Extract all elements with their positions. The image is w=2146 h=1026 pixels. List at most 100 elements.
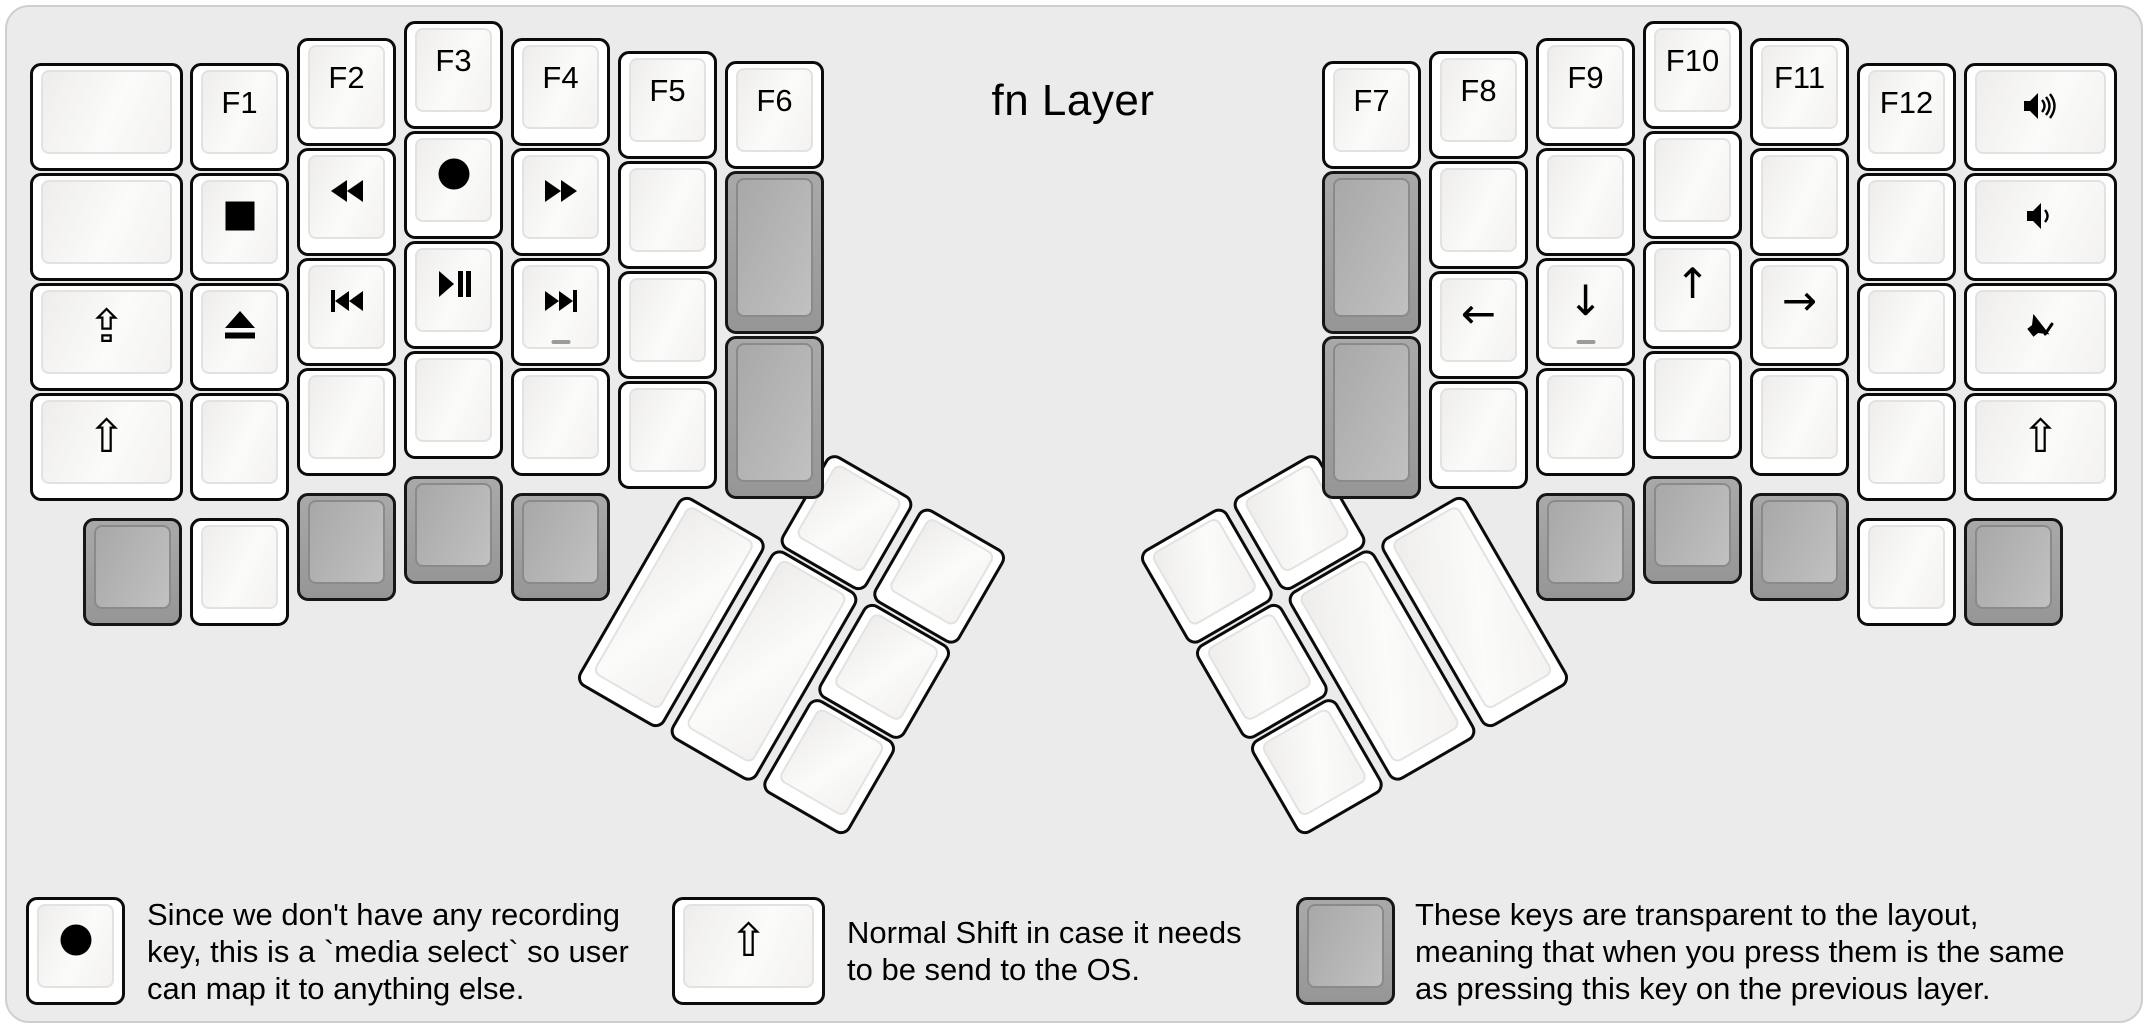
key-blank[interactable]: [1639, 130, 1746, 240]
key-record[interactable]: [400, 130, 507, 240]
keycap-surface: [1440, 168, 1517, 252]
key-transparent[interactable]: [721, 335, 828, 500]
key-blank[interactable]: [186, 517, 293, 627]
key-transparent[interactable]: [507, 492, 614, 602]
key-f10[interactable]: F10: [1639, 20, 1746, 130]
key-f3[interactable]: F3: [400, 20, 507, 130]
legend-transparent-key: [1292, 896, 1399, 1006]
keycap-surface: [1975, 400, 2106, 484]
key-stop[interactable]: [186, 172, 293, 282]
key-blank[interactable]: [26, 62, 187, 172]
key-transparent[interactable]: [79, 517, 186, 627]
key-f12[interactable]: F12: [1853, 62, 1960, 172]
key-volume-up[interactable]: [1960, 62, 2121, 172]
key-f11[interactable]: F11: [1746, 37, 1853, 147]
key-f8[interactable]: F8: [1425, 50, 1532, 160]
key-arrow-up[interactable]: ↑: [1639, 240, 1746, 350]
keycap: [618, 161, 717, 269]
key-icon-slot: ⇧: [1967, 396, 2114, 476]
key-play-pause[interactable]: [400, 240, 507, 350]
key-transparent[interactable]: [1532, 492, 1639, 602]
key-transparent[interactable]: [1318, 335, 1425, 500]
key-blank[interactable]: [186, 392, 293, 502]
keycap: F2: [297, 38, 396, 146]
key-blank[interactable]: [1853, 517, 1960, 627]
keycap: [1429, 381, 1528, 489]
keycap-surface: [308, 500, 385, 584]
key-blank[interactable]: [1639, 350, 1746, 460]
voldown-icon: [2026, 203, 2049, 229]
keycap-surface: [1761, 155, 1838, 239]
fastforward-icon: [544, 180, 577, 202]
legend-record-key: [22, 896, 129, 1006]
key-blank[interactable]: [1853, 392, 1960, 502]
key-blank[interactable]: [1425, 380, 1532, 490]
key-blank[interactable]: [400, 350, 507, 460]
key-icon-slot: [193, 176, 286, 256]
keycap-surface: [1761, 265, 1838, 349]
key-arrow-right[interactable]: →: [1746, 257, 1853, 367]
keycap: [1536, 368, 1635, 476]
keycap: ←: [1429, 271, 1528, 379]
key-eject[interactable]: [186, 282, 293, 392]
key-transparent[interactable]: [400, 475, 507, 585]
key-arrow-left[interactable]: ←: [1425, 270, 1532, 380]
key-blank[interactable]: [1746, 367, 1853, 477]
key-capslock[interactable]: ⇪: [26, 282, 187, 392]
key-rewind[interactable]: [293, 147, 400, 257]
key-blank[interactable]: [26, 172, 187, 282]
keycap: F6: [725, 61, 824, 169]
keycap: [725, 171, 824, 334]
key-blank[interactable]: [614, 380, 721, 490]
key-shift[interactable]: ⇧: [26, 392, 187, 502]
key-blank[interactable]: [614, 270, 721, 380]
key-f1[interactable]: F1: [186, 62, 293, 172]
key-blank[interactable]: [1425, 160, 1532, 270]
key-f7[interactable]: F7: [1318, 60, 1425, 170]
keycap: F8: [1429, 51, 1528, 159]
key-blank[interactable]: [293, 367, 400, 477]
key-transparent[interactable]: [1318, 170, 1425, 335]
keycap-surface: [41, 400, 172, 484]
legend-line: key, this is a `media select` so user: [147, 933, 629, 969]
key-blank[interactable]: [1853, 282, 1960, 392]
keycap-surface: [1307, 904, 1384, 988]
keycap: [1322, 171, 1421, 334]
key-transparent[interactable]: [1639, 475, 1746, 585]
key-blank[interactable]: [1532, 367, 1639, 477]
next-icon: [544, 290, 577, 312]
legend-line: as pressing this key on the previous lay…: [1415, 970, 1991, 1006]
keycap: [511, 148, 610, 256]
key-next-track[interactable]: [507, 257, 614, 367]
key-f2[interactable]: F2: [293, 37, 400, 147]
key-shift[interactable]: ⇧: [1960, 392, 2121, 502]
keycap: [618, 381, 717, 489]
keycap-surface: [1868, 400, 1945, 484]
keycap-surface: [1868, 525, 1945, 609]
key-f6[interactable]: F6: [721, 60, 828, 170]
down-icon: ↓: [1567, 276, 1604, 325]
keycap: [1536, 148, 1635, 256]
key-blank[interactable]: [1746, 147, 1853, 257]
keycap-surface: [1440, 58, 1517, 142]
key-transparent[interactable]: [293, 492, 400, 602]
key-transparent[interactable]: [721, 170, 828, 335]
keycap-surface: [415, 483, 492, 567]
key-prev-track[interactable]: [293, 257, 400, 367]
key-f9[interactable]: F9: [1532, 37, 1639, 147]
key-f4[interactable]: F4: [507, 37, 614, 147]
key-arrow-down[interactable]: ↓: [1532, 257, 1639, 367]
key-f5[interactable]: F5: [614, 50, 721, 160]
key-transparent[interactable]: [1960, 517, 2067, 627]
legend-shift-key: ⇧: [668, 896, 829, 1006]
key-blank[interactable]: [614, 160, 721, 270]
key-blank[interactable]: [507, 367, 614, 477]
key-mute[interactable]: [1960, 282, 2121, 392]
key-volume-down[interactable]: [1960, 172, 2121, 282]
legend-line: Since we don't have any recording: [147, 896, 620, 932]
keycap: ⇧: [672, 897, 825, 1005]
key-blank[interactable]: [1853, 172, 1960, 282]
key-transparent[interactable]: [1746, 492, 1853, 602]
key-blank[interactable]: [1532, 147, 1639, 257]
key-fast-forward[interactable]: [507, 147, 614, 257]
